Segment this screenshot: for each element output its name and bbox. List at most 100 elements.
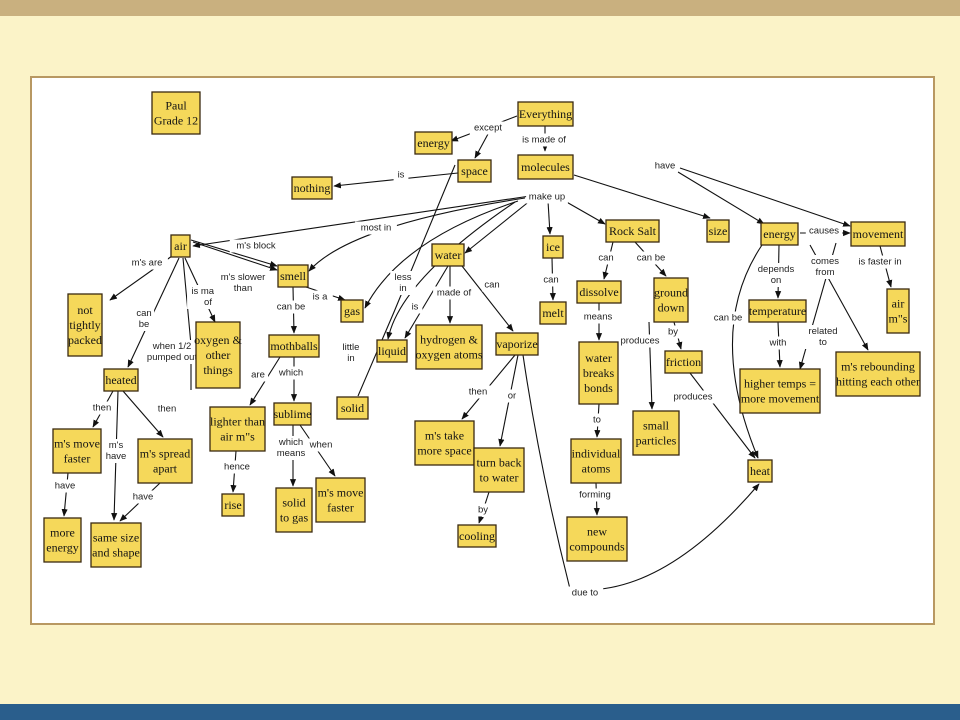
connector-line xyxy=(122,390,164,438)
concept-node-box[interactable] xyxy=(170,234,191,258)
concept-node-vaporize[interactable]: vaporize xyxy=(495,332,539,356)
concept-node-dissolve[interactable]: dissolve xyxy=(576,280,622,304)
concept-node-box[interactable] xyxy=(517,154,574,180)
link-label-background xyxy=(515,133,573,147)
concept-node-box[interactable] xyxy=(539,301,567,325)
concept-node-box[interactable] xyxy=(291,176,333,200)
concept-node-liquid[interactable]: liquid xyxy=(376,339,408,363)
concept-node-box[interactable] xyxy=(517,101,574,127)
concept-node-temperature[interactable]: temperature xyxy=(748,299,807,323)
concept-node-heat[interactable]: heat xyxy=(747,459,773,483)
concept-node-box[interactable] xyxy=(414,131,453,155)
concept-node-box[interactable] xyxy=(886,288,910,334)
concept-node-box[interactable] xyxy=(151,91,201,135)
concept-node-box[interactable] xyxy=(760,222,799,246)
concept-node-box[interactable] xyxy=(90,522,142,568)
concept-node-box[interactable] xyxy=(52,428,102,474)
concept-node-nothing[interactable]: nothing xyxy=(291,176,333,200)
concept-node-box[interactable] xyxy=(137,438,193,484)
concept-node-friction[interactable]: friction xyxy=(664,350,703,374)
concept-node-mothballs[interactable]: mothballs xyxy=(268,334,320,358)
concept-node-box[interactable] xyxy=(570,438,622,484)
concept-node-box[interactable] xyxy=(653,277,689,323)
concept-node-box[interactable] xyxy=(664,350,703,374)
concept-node-box[interactable] xyxy=(67,293,103,357)
concept-node-rise[interactable]: rise xyxy=(221,493,245,517)
concept-node-molecules[interactable]: molecules xyxy=(517,154,574,180)
link-label-background xyxy=(632,251,670,265)
concept-node-box[interactable] xyxy=(273,402,312,426)
concept-node-box[interactable] xyxy=(706,219,730,243)
concept-node-box[interactable] xyxy=(473,447,525,493)
concept-node-box[interactable] xyxy=(376,339,408,363)
concept-node-rocksalt[interactable]: Rock Salt xyxy=(605,219,660,243)
concept-node-box[interactable] xyxy=(835,351,921,397)
concept-node-box[interactable] xyxy=(747,459,773,483)
concept-node-box[interactable] xyxy=(495,332,539,356)
concept-node-box[interactable] xyxy=(415,324,483,370)
concept-node-box[interactable] xyxy=(340,299,364,323)
concept-node-box[interactable] xyxy=(414,420,475,466)
concept-node-box[interactable] xyxy=(43,517,82,563)
concept-node-gas[interactable]: gas xyxy=(340,299,364,323)
concept-node-box[interactable] xyxy=(632,410,680,456)
concept-node-box[interactable] xyxy=(221,493,245,517)
concept-node-water[interactable]: water xyxy=(431,243,465,267)
concept-node-box[interactable] xyxy=(315,477,366,523)
concept-node-box[interactable] xyxy=(103,368,139,392)
concept-node-box[interactable] xyxy=(277,264,309,288)
concept-node-box[interactable] xyxy=(566,516,628,562)
concept-node-box[interactable] xyxy=(457,524,497,548)
concept-node-box[interactable] xyxy=(431,243,465,267)
concept-node-box[interactable] xyxy=(268,334,320,358)
concept-node-energy-top[interactable]: energy xyxy=(414,131,453,155)
concept-node-box[interactable] xyxy=(275,487,313,533)
concept-node-box[interactable] xyxy=(542,235,564,259)
concept-node-movement[interactable]: movement xyxy=(850,221,906,247)
concept-node-sublime[interactable]: sublime xyxy=(273,402,312,426)
concept-node-box[interactable] xyxy=(576,280,622,304)
concept-node-box[interactable] xyxy=(850,221,906,247)
concept-node-air[interactable]: air xyxy=(170,234,191,258)
concept-node-melt[interactable]: melt xyxy=(539,301,567,325)
concept-node-box[interactable] xyxy=(457,159,492,183)
concept-node-solid[interactable]: solid xyxy=(336,396,369,420)
concept-node-cooling[interactable]: cooling xyxy=(457,524,497,548)
concept-node-hydrogen[interactable]: hydrogen &oxygen atoms xyxy=(415,324,483,370)
concept-node-box[interactable] xyxy=(748,299,807,323)
concept-node-size[interactable]: size xyxy=(706,219,730,243)
concept-node-higher-temps[interactable]: higher temps =more movement xyxy=(739,368,821,414)
concept-node-box[interactable] xyxy=(209,406,266,452)
concept-node-box[interactable] xyxy=(195,321,241,389)
concept-node-box[interactable] xyxy=(578,341,619,405)
concept-node-box[interactable] xyxy=(605,219,660,243)
concept-node-space[interactable]: space xyxy=(457,159,492,183)
concept-node-everything[interactable]: Everything xyxy=(517,101,574,127)
concept-node-label: ice xyxy=(546,240,560,254)
concept-node-smell[interactable]: smell xyxy=(277,264,309,288)
concept-node-energy-right[interactable]: energy xyxy=(760,222,799,246)
concept-node-box[interactable] xyxy=(336,396,369,420)
concept-node-ice[interactable]: ice xyxy=(542,235,564,259)
concept-node-heated[interactable]: heated xyxy=(103,368,139,392)
concept-node-box[interactable] xyxy=(739,368,821,414)
